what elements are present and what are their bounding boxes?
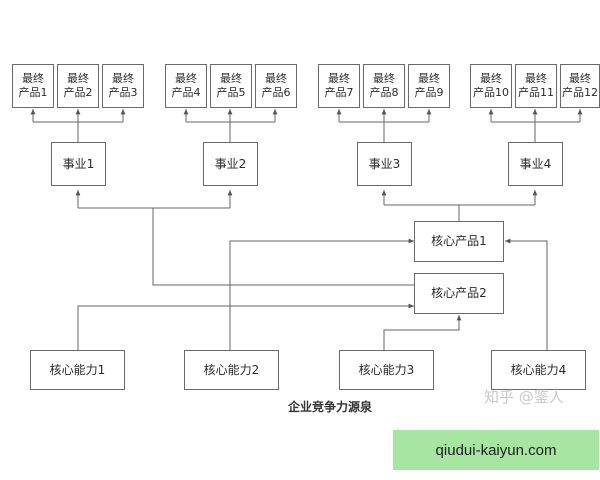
final-product-4: 最终产品4 [165, 64, 207, 108]
link-cp2-left [152, 208, 414, 286]
business-2: 事业2 [203, 142, 258, 186]
product-label-line2: 产品9 [414, 86, 444, 99]
banner-text: qiudui-kaiyun.com [435, 441, 557, 459]
product-label-line2: 产品2 [63, 86, 93, 99]
core-competency-1: 核心能力1 [30, 350, 125, 390]
final-product-5: 最终产品5 [210, 64, 252, 108]
product-label-line1: 最终 [67, 72, 89, 85]
product-label-line1: 最终 [22, 72, 44, 85]
product-label-line1: 最终 [328, 72, 350, 85]
link-comp3 [383, 315, 462, 350]
product-label-line2: 产品8 [369, 86, 399, 99]
final-product-8: 最终产品8 [363, 64, 405, 108]
product-label-line2: 产品3 [108, 86, 138, 99]
product-label-line2: 产品12 [562, 86, 598, 99]
diagram-caption: 企业竞争力源泉 [287, 400, 372, 414]
business-1: 事业1 [51, 142, 106, 186]
watermark-text: 知乎 @鉴人 [484, 388, 564, 406]
final-product-1: 最终产品1 [12, 64, 54, 108]
site-banner[interactable]: qiudui-kaiyun.com [393, 430, 599, 470]
core-competency-4: 核心能力4 [491, 350, 586, 390]
product-label-line2: 产品4 [171, 86, 201, 99]
final-product-11: 最终产品11 [515, 64, 557, 108]
link-comp4 [505, 238, 548, 350]
product-label-line1: 最终 [418, 72, 440, 85]
business-3: 事业3 [357, 142, 412, 186]
product-label-line1: 最终 [373, 72, 395, 85]
product-label-line1: 最终 [525, 72, 547, 85]
core-product-1: 核心产品1 [414, 221, 504, 262]
final-product-9: 最终产品9 [408, 64, 450, 108]
product-label-line1: 最终 [175, 72, 197, 85]
final-product-2: 最终产品2 [57, 64, 99, 108]
product-label-line1: 最终 [569, 72, 591, 85]
product-label-line1: 最终 [220, 72, 242, 85]
business-4: 事业4 [508, 142, 563, 186]
product-label-line2: 产品5 [216, 86, 246, 99]
final-product-12: 最终产品12 [560, 64, 600, 108]
product-label-line1: 最终 [265, 72, 287, 85]
product-label-line2: 产品7 [324, 86, 354, 99]
final-product-3: 最终产品3 [102, 64, 144, 108]
core-competency-2: 核心能力2 [184, 350, 279, 390]
final-product-10: 最终产品10 [470, 64, 512, 108]
link-comp1 [77, 303, 414, 350]
product-label-line1: 最终 [112, 72, 134, 85]
product-label-line2: 产品10 [473, 86, 509, 99]
product-label-line1: 最终 [480, 72, 502, 85]
final-product-6: 最终产品6 [255, 64, 297, 108]
product-label-line2: 产品11 [518, 86, 554, 99]
core-competency-3: 核心能力3 [339, 350, 434, 390]
link-comp2 [229, 238, 414, 350]
product-label-line2: 产品1 [18, 86, 48, 99]
final-product-7: 最终产品7 [318, 64, 360, 108]
core-product-2: 核心产品2 [414, 273, 504, 314]
product-label-line2: 产品6 [261, 86, 291, 99]
